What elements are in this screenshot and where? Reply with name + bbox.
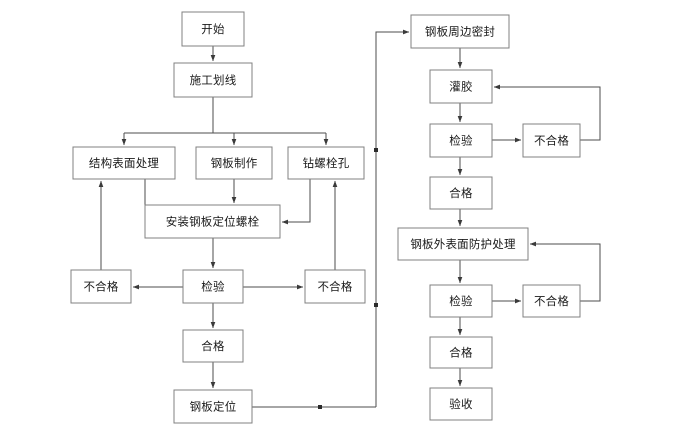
edge-fail3-loop-to-exterior	[529, 241, 601, 302]
node-box-inspect-3	[429, 284, 493, 318]
node-label-grouting: 灌胶	[449, 80, 473, 94]
node-box-grouting	[429, 69, 493, 104]
junction-riser-junction-upper	[374, 148, 378, 152]
node-drill-holes[interactable]: 钻螺栓孔	[287, 146, 365, 180]
node-label-exterior-protect: 钢板外表面防护处理	[410, 237, 516, 251]
node-box-layout-line	[173, 62, 253, 98]
node-box-start	[181, 11, 245, 47]
node-label-fail-left-1: 不合格	[83, 280, 118, 294]
node-inspect-3[interactable]: 检验	[429, 284, 493, 318]
node-grouting[interactable]: 灌胶	[429, 69, 493, 104]
node-box-fail-3	[522, 284, 581, 318]
node-label-fail-right-1: 不合格	[317, 280, 352, 294]
junction-riser-junction-bottom	[318, 405, 322, 409]
node-box-pass-3	[429, 336, 493, 369]
node-box-pass-1	[182, 329, 244, 363]
node-box-fail-left-1	[70, 269, 132, 304]
node-plate-fab[interactable]: 钢板制作	[195, 146, 273, 180]
node-box-plate-position	[173, 389, 253, 424]
node-box-fail-right-1	[304, 269, 366, 304]
junction-riser-junction-lower	[374, 303, 378, 307]
node-label-install-bolts: 安装钢板定位螺栓	[166, 215, 260, 229]
node-perimeter-seal[interactable]: 钢板周边密封	[410, 14, 510, 49]
node-pass-3[interactable]: 合格	[429, 336, 493, 369]
node-fail-left-1[interactable]: 不合格	[70, 269, 132, 304]
node-inspect-2[interactable]: 检验	[429, 123, 493, 158]
node-label-pass-3: 合格	[449, 346, 473, 360]
node-exterior-protect[interactable]: 钢板外表面防护处理	[397, 227, 529, 261]
node-label-perimeter-seal: 钢板周边密封	[425, 25, 495, 39]
node-start[interactable]: 开始	[181, 11, 245, 47]
node-label-inspect-1: 检验	[201, 280, 225, 294]
node-plate-position[interactable]: 钢板定位	[173, 389, 253, 424]
edge-riser-up-to-seal	[375, 29, 410, 407]
node-label-layout-line: 施工划线	[190, 73, 237, 87]
node-install-bolts[interactable]: 安装钢板定位螺栓	[144, 204, 281, 239]
node-acceptance[interactable]: 验收	[429, 387, 493, 421]
node-box-perimeter-seal	[410, 14, 510, 49]
node-label-fail-2: 不合格	[534, 134, 569, 148]
node-label-acceptance: 验收	[449, 397, 473, 411]
node-label-plate-position: 钢板定位	[190, 400, 237, 414]
node-box-drill-holes	[287, 146, 365, 180]
node-label-pass-1: 合格	[201, 339, 225, 353]
node-label-start: 开始	[201, 22, 225, 36]
node-label-surface-prep: 结构表面处理	[89, 156, 159, 170]
node-fail-right-1[interactable]: 不合格	[304, 269, 366, 304]
node-surface-prep[interactable]: 结构表面处理	[72, 146, 176, 180]
node-box-pass-2	[429, 176, 493, 210]
nodes-layer: 开始施工划线结构表面处理钢板制作钻螺栓孔安装钢板定位螺栓不合格检验不合格合格钢板…	[70, 11, 581, 424]
node-box-acceptance	[429, 387, 493, 421]
node-box-plate-fab	[195, 146, 273, 180]
node-pass-1[interactable]: 合格	[182, 329, 244, 363]
edge-fail2-loop-to-grouting	[493, 84, 601, 141]
node-layout-line[interactable]: 施工划线	[173, 62, 253, 98]
edges-layer	[98, 29, 601, 408]
node-box-exterior-protect	[397, 227, 529, 261]
node-label-pass-2: 合格	[449, 186, 473, 200]
node-inspect-1[interactable]: 检验	[182, 269, 244, 304]
node-label-inspect-2: 检验	[449, 134, 473, 148]
junctions-layer	[318, 148, 378, 409]
edge-drill-down-to-install	[281, 179, 311, 225]
node-label-fail-3: 不合格	[534, 294, 569, 308]
node-box-install-bolts	[144, 204, 281, 239]
node-label-inspect-3: 检验	[449, 294, 473, 308]
node-fail-2[interactable]: 不合格	[522, 123, 581, 158]
node-box-fail-2	[522, 123, 581, 158]
node-fail-3[interactable]: 不合格	[522, 284, 581, 318]
node-box-surface-prep	[72, 146, 176, 180]
node-box-inspect-2	[429, 123, 493, 158]
node-pass-2[interactable]: 合格	[429, 176, 493, 210]
node-box-inspect-1	[182, 269, 244, 304]
node-label-plate-fab: 钢板制作	[211, 156, 258, 170]
node-label-drill-holes: 钻螺栓孔	[303, 156, 350, 170]
